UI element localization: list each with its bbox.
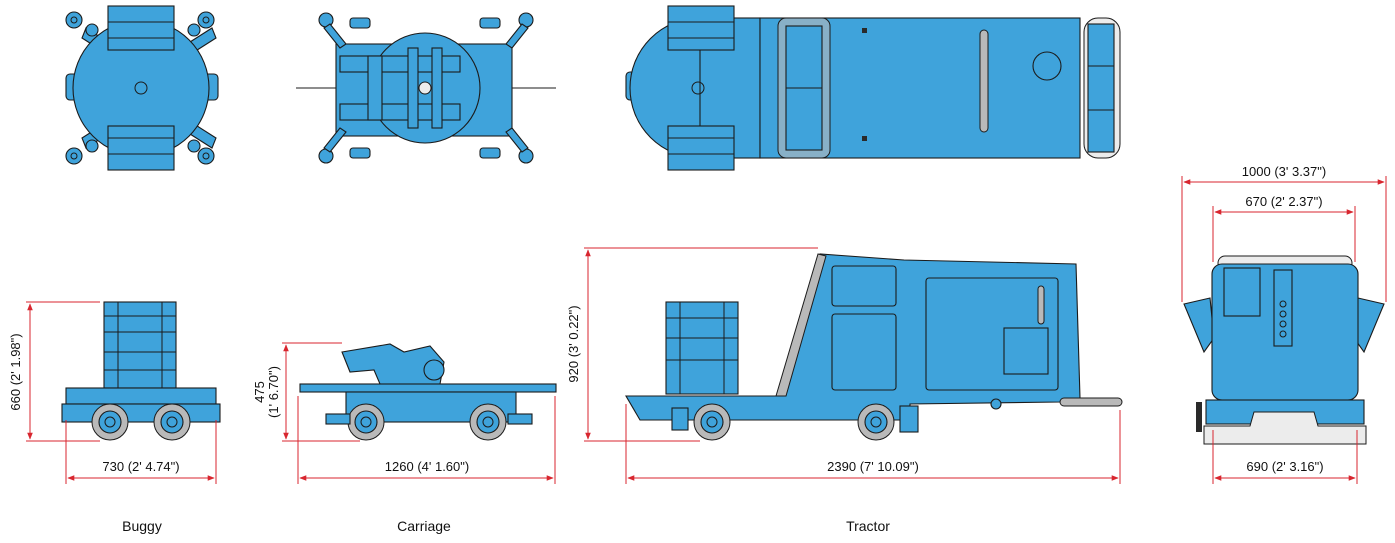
- tractor-caption: Tractor: [846, 518, 890, 534]
- tractor-height-label: 920 (3' 0.22"): [566, 305, 581, 382]
- front-overall-width-label: 1000 (3' 3.37"): [1242, 164, 1326, 179]
- buggy-height-dimension: [26, 301, 100, 442]
- buggy-top-view: [65, 5, 219, 171]
- carriage-length-dimension: [297, 396, 556, 484]
- tractor-height-dimension: [584, 247, 818, 442]
- buggy-height-label: 660 (2' 1.98"): [8, 333, 23, 410]
- carriage-height-dimension: [282, 342, 360, 442]
- buggy-side-view: [61, 301, 221, 441]
- front-overall-width-dimension: [1181, 176, 1387, 302]
- tractor-side-view: [625, 253, 1123, 441]
- tractor-length-label: 2390 (7' 10.09"): [827, 459, 919, 474]
- front-body-width-label: 670 (2' 2.37"): [1245, 194, 1322, 209]
- carriage-height-ft-label: (1' 6.70"): [266, 366, 281, 418]
- carriage-caption: Carriage: [397, 518, 451, 534]
- buggy-width-dimension: [65, 420, 217, 484]
- front-body-width-dimension: [1212, 206, 1356, 262]
- carriage-height-mm-label: 475: [252, 381, 267, 403]
- buggy-caption: Buggy: [122, 518, 162, 534]
- front-base-width-dimension: [1212, 430, 1358, 484]
- buggy-width-label: 730 (2' 4.74"): [102, 459, 179, 474]
- front-base-width-label: 690 (2' 3.16"): [1246, 459, 1323, 474]
- tractor-length-dimension: [625, 404, 1121, 484]
- tractor-top-view: [625, 5, 1121, 171]
- carriage-length-label: 1260 (4' 1.60"): [385, 459, 469, 474]
- tractor-front-view: [1183, 255, 1385, 445]
- carriage-top-view: [296, 12, 556, 164]
- carriage-side-view: [299, 343, 557, 441]
